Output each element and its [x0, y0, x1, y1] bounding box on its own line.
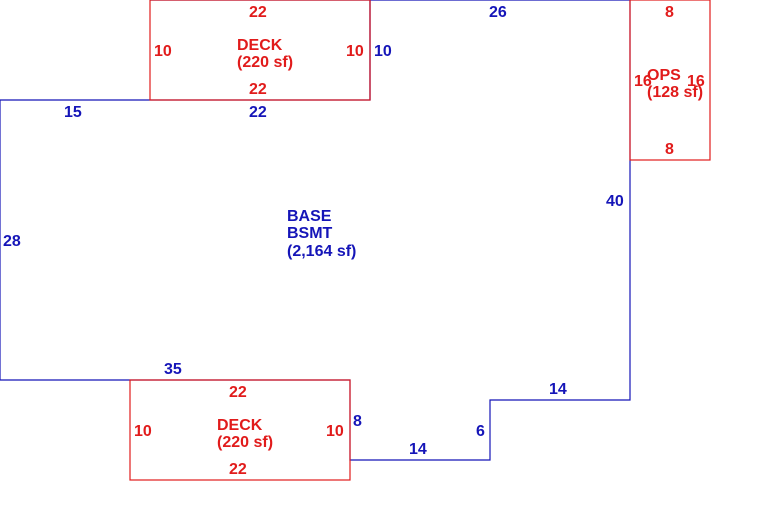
deck-top-outline	[149, 0, 371, 101]
base-dim-right: 40	[606, 193, 624, 210]
deck-bottom-name: DECK	[217, 417, 263, 434]
base-dim-bottom-left: 35	[164, 361, 182, 378]
deck-bottom-dim-right: 10	[326, 423, 344, 440]
ops-outline	[629, 0, 711, 161]
deck-top-dim-top: 22	[249, 4, 267, 21]
base-dim-top-mid: 22	[249, 104, 267, 121]
deck-bottom-dim-left: 10	[134, 423, 152, 440]
deck-bottom-dim-top: 22	[229, 384, 247, 401]
base-dim-top-left: 15	[64, 104, 82, 121]
base-dim-step: 8	[353, 413, 362, 430]
base-name: BASE	[287, 208, 332, 225]
base-dim-upper-side: 10	[374, 43, 392, 60]
base-level: BSMT	[287, 225, 333, 242]
base-dim-notch-top: 14	[549, 381, 567, 398]
deck-bottom-outline	[129, 379, 351, 481]
ops-dim-bottom: 8	[665, 141, 674, 158]
base-dim-notch-side: 6	[476, 423, 485, 440]
deck-top-dim-bottom: 22	[249, 81, 267, 98]
deck-bottom-area: (220 sf)	[217, 434, 273, 451]
ops-area: (128 sf)	[647, 84, 703, 101]
ops-dim-top: 8	[665, 4, 674, 21]
ops-name: OPS	[647, 67, 681, 84]
deck-top-area: (220 sf)	[237, 54, 293, 71]
deck-top-name: DECK	[237, 37, 283, 54]
ops-dim-right: 16	[687, 73, 705, 90]
base-dim-top: 26	[489, 4, 507, 21]
deck-top-dim-left: 10	[154, 43, 172, 60]
deck-bottom-dim-bottom: 22	[229, 461, 247, 478]
deck-top-dim-right: 10	[346, 43, 364, 60]
base-dim-bottom-right: 14	[409, 441, 427, 458]
base-area: (2,164 sf)	[287, 243, 356, 260]
ops-dim-left: 16	[634, 73, 652, 90]
base-dim-left: 28	[3, 233, 21, 250]
